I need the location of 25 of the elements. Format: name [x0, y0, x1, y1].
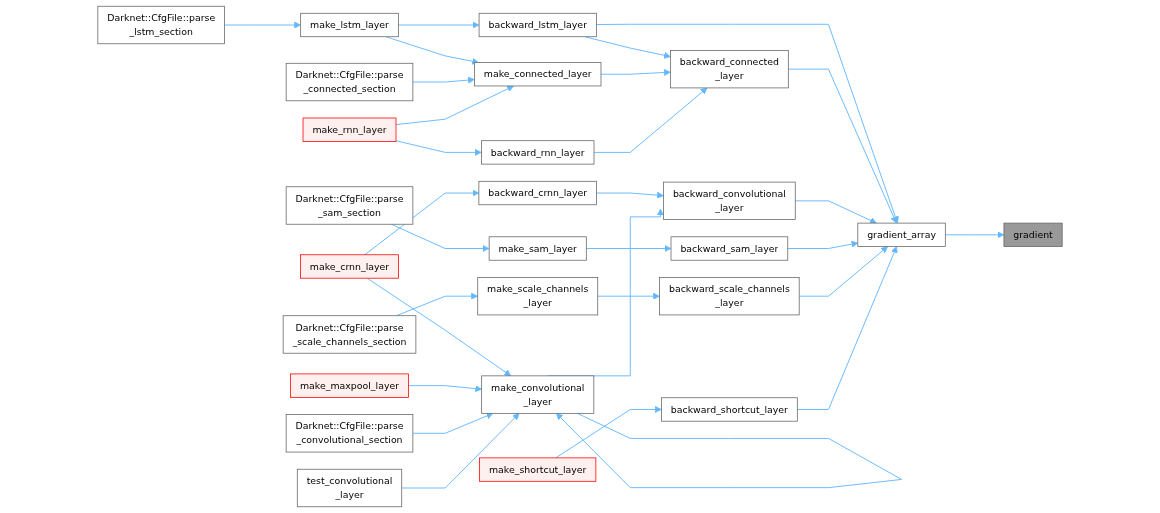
node-box: backward_sam_layer — [670, 236, 789, 261]
node-box: test_convolutional _layer — [296, 468, 403, 508]
node-box: make_sam_layer — [488, 236, 587, 261]
node-box: backward_scale_channels _layer — [659, 277, 800, 316]
node-box: make_crnn_layer — [300, 254, 399, 279]
node-box: make_connected_layer — [474, 62, 602, 87]
node-box: gradient — [1003, 222, 1063, 247]
node-box: backward_convolutional _layer — [663, 181, 796, 220]
node-box: make_shortcut_layer — [479, 457, 597, 482]
node-box: backward_crnn_layer — [478, 180, 597, 206]
node-box: make_scale_channels _layer — [477, 277, 599, 316]
node-box: make_maxpool_layer — [290, 373, 409, 398]
node-box: backward_shortcut_layer — [661, 397, 798, 422]
node-box: Darknet::CfgFile::parse _lstm_section — [97, 5, 225, 45]
node-box: backward_lstm_layer — [478, 12, 597, 38]
node-box: gradient_array — [857, 222, 946, 247]
node-box: make_lstm_layer — [300, 12, 399, 38]
node-box: make_rnn_layer — [302, 117, 397, 142]
node-box: Darknet::CfgFile::parse _scale_channels_section — [282, 315, 417, 354]
node-box: make_convolutional _layer — [481, 375, 595, 414]
node-box: Darknet::CfgFile::parse _connected_section — [285, 62, 414, 102]
node-box: Darknet::CfgFile::parse _convolutional_section — [285, 414, 414, 453]
node-box: Darknet::CfgFile::parse _sam_section — [285, 186, 414, 225]
node-box: backward_rnn_layer — [481, 140, 595, 165]
node-box: backward_connected _layer — [670, 50, 789, 89]
